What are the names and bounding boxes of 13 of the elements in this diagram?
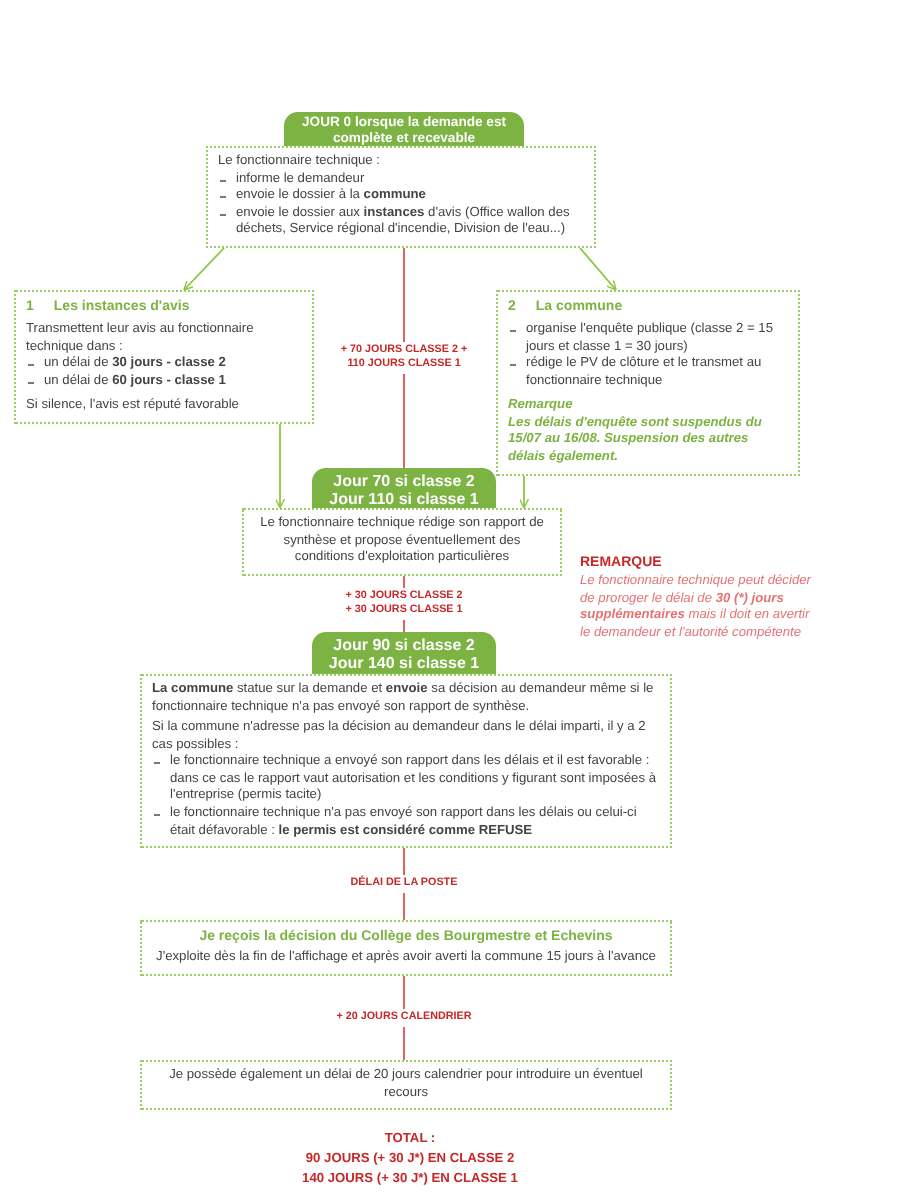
process-box [140,920,672,976]
process-box [206,146,596,248]
arrow [183,247,225,291]
process-box [140,1060,672,1111]
process-box [14,290,314,424]
day-tab: Jour 90 si classe 2 Jour 140 si classe 1 [312,632,496,677]
arrow [579,247,617,291]
arrow [274,423,286,509]
process-box [496,290,800,476]
arrow [518,475,530,509]
process-box [242,508,562,576]
process-box [140,674,672,849]
day-tab: Jour 70 si classe 2 Jour 110 si classe 1 [312,468,496,513]
